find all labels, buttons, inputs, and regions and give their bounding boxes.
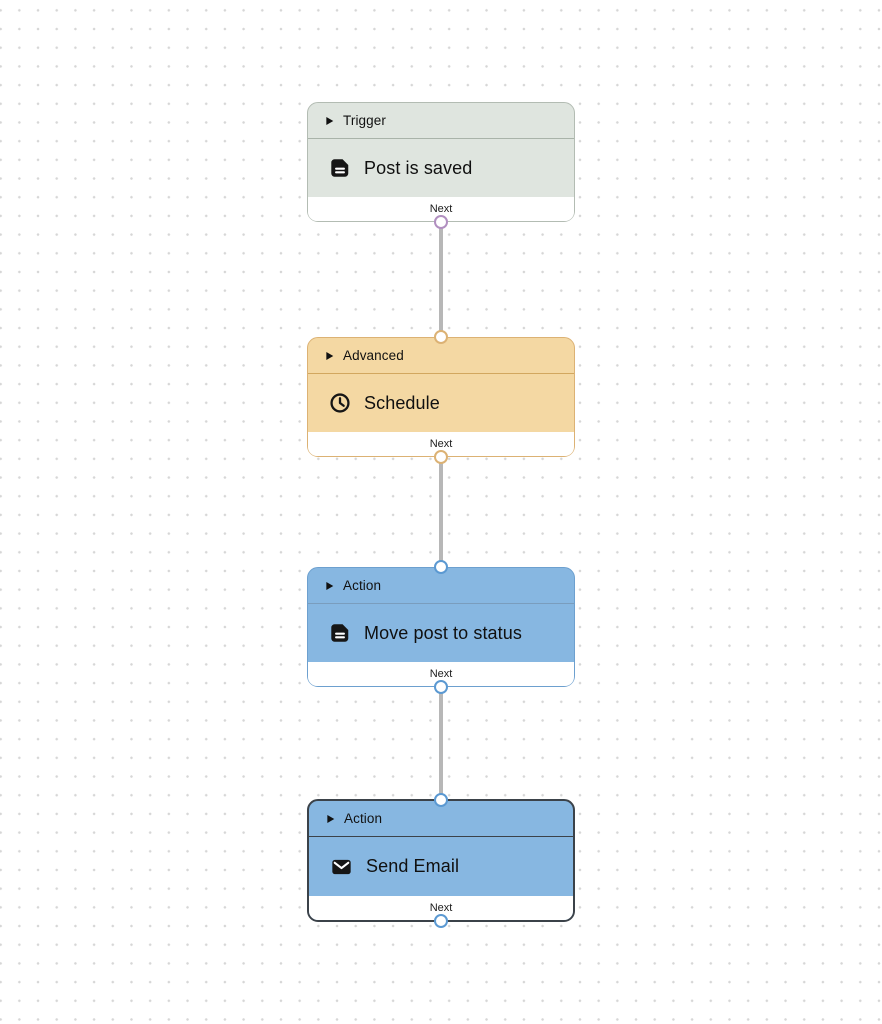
next-label: Next xyxy=(429,902,453,914)
input-port[interactable] xyxy=(434,330,448,344)
mail-icon xyxy=(330,856,353,878)
clock-icon xyxy=(329,392,351,414)
next-label: Next xyxy=(429,438,453,450)
node-label: Move post to status xyxy=(364,622,522,643)
node-label: Send Email xyxy=(366,856,460,876)
output-port[interactable] xyxy=(434,215,448,229)
node-advanced-schedule[interactable]: Advanced Schedule Next xyxy=(307,330,575,464)
output-port[interactable] xyxy=(434,680,448,694)
node-category-label: Action xyxy=(344,811,383,826)
node-category-label: Advanced xyxy=(343,348,404,363)
node-trigger-post-is-saved[interactable]: Trigger Post is saved Next xyxy=(307,102,575,229)
node-footer: Next xyxy=(309,896,573,920)
node-action-move-post-to-status[interactable]: Action Move post to status Next xyxy=(307,560,575,694)
document-icon xyxy=(329,157,351,179)
collapse-toggle-icon[interactable] xyxy=(325,116,334,126)
edge-move-post-to-send-email[interactable] xyxy=(439,688,443,800)
node-header[interactable]: Action xyxy=(308,568,574,604)
collapse-toggle-icon[interactable] xyxy=(326,814,335,824)
node-header[interactable]: Advanced xyxy=(308,338,574,374)
output-port[interactable] xyxy=(434,450,448,464)
node-body[interactable]: Post is saved xyxy=(308,139,574,197)
node-body[interactable]: Send Email xyxy=(309,837,573,896)
node-header[interactable]: Trigger xyxy=(308,103,574,139)
node-label: Post is saved xyxy=(364,157,473,178)
next-label: Next xyxy=(429,668,453,680)
node-header[interactable]: Action xyxy=(309,801,573,837)
document-icon xyxy=(329,622,351,644)
next-label: Next xyxy=(429,203,453,215)
node-category-label: Action xyxy=(343,578,382,593)
node-label: Schedule xyxy=(364,392,440,413)
edge-trigger-to-schedule[interactable] xyxy=(439,222,443,339)
node-category-label: Trigger xyxy=(343,113,386,128)
node-body[interactable]: Move post to status xyxy=(308,604,574,662)
node-action-send-email[interactable]: Action Send Email Next xyxy=(307,793,575,928)
collapse-toggle-icon[interactable] xyxy=(325,581,334,591)
output-port[interactable] xyxy=(434,914,448,928)
edge-schedule-to-move-post[interactable] xyxy=(439,458,443,569)
input-port[interactable] xyxy=(434,793,448,807)
node-body[interactable]: Schedule xyxy=(308,374,574,432)
collapse-toggle-icon[interactable] xyxy=(325,351,334,361)
input-port[interactable] xyxy=(434,560,448,574)
